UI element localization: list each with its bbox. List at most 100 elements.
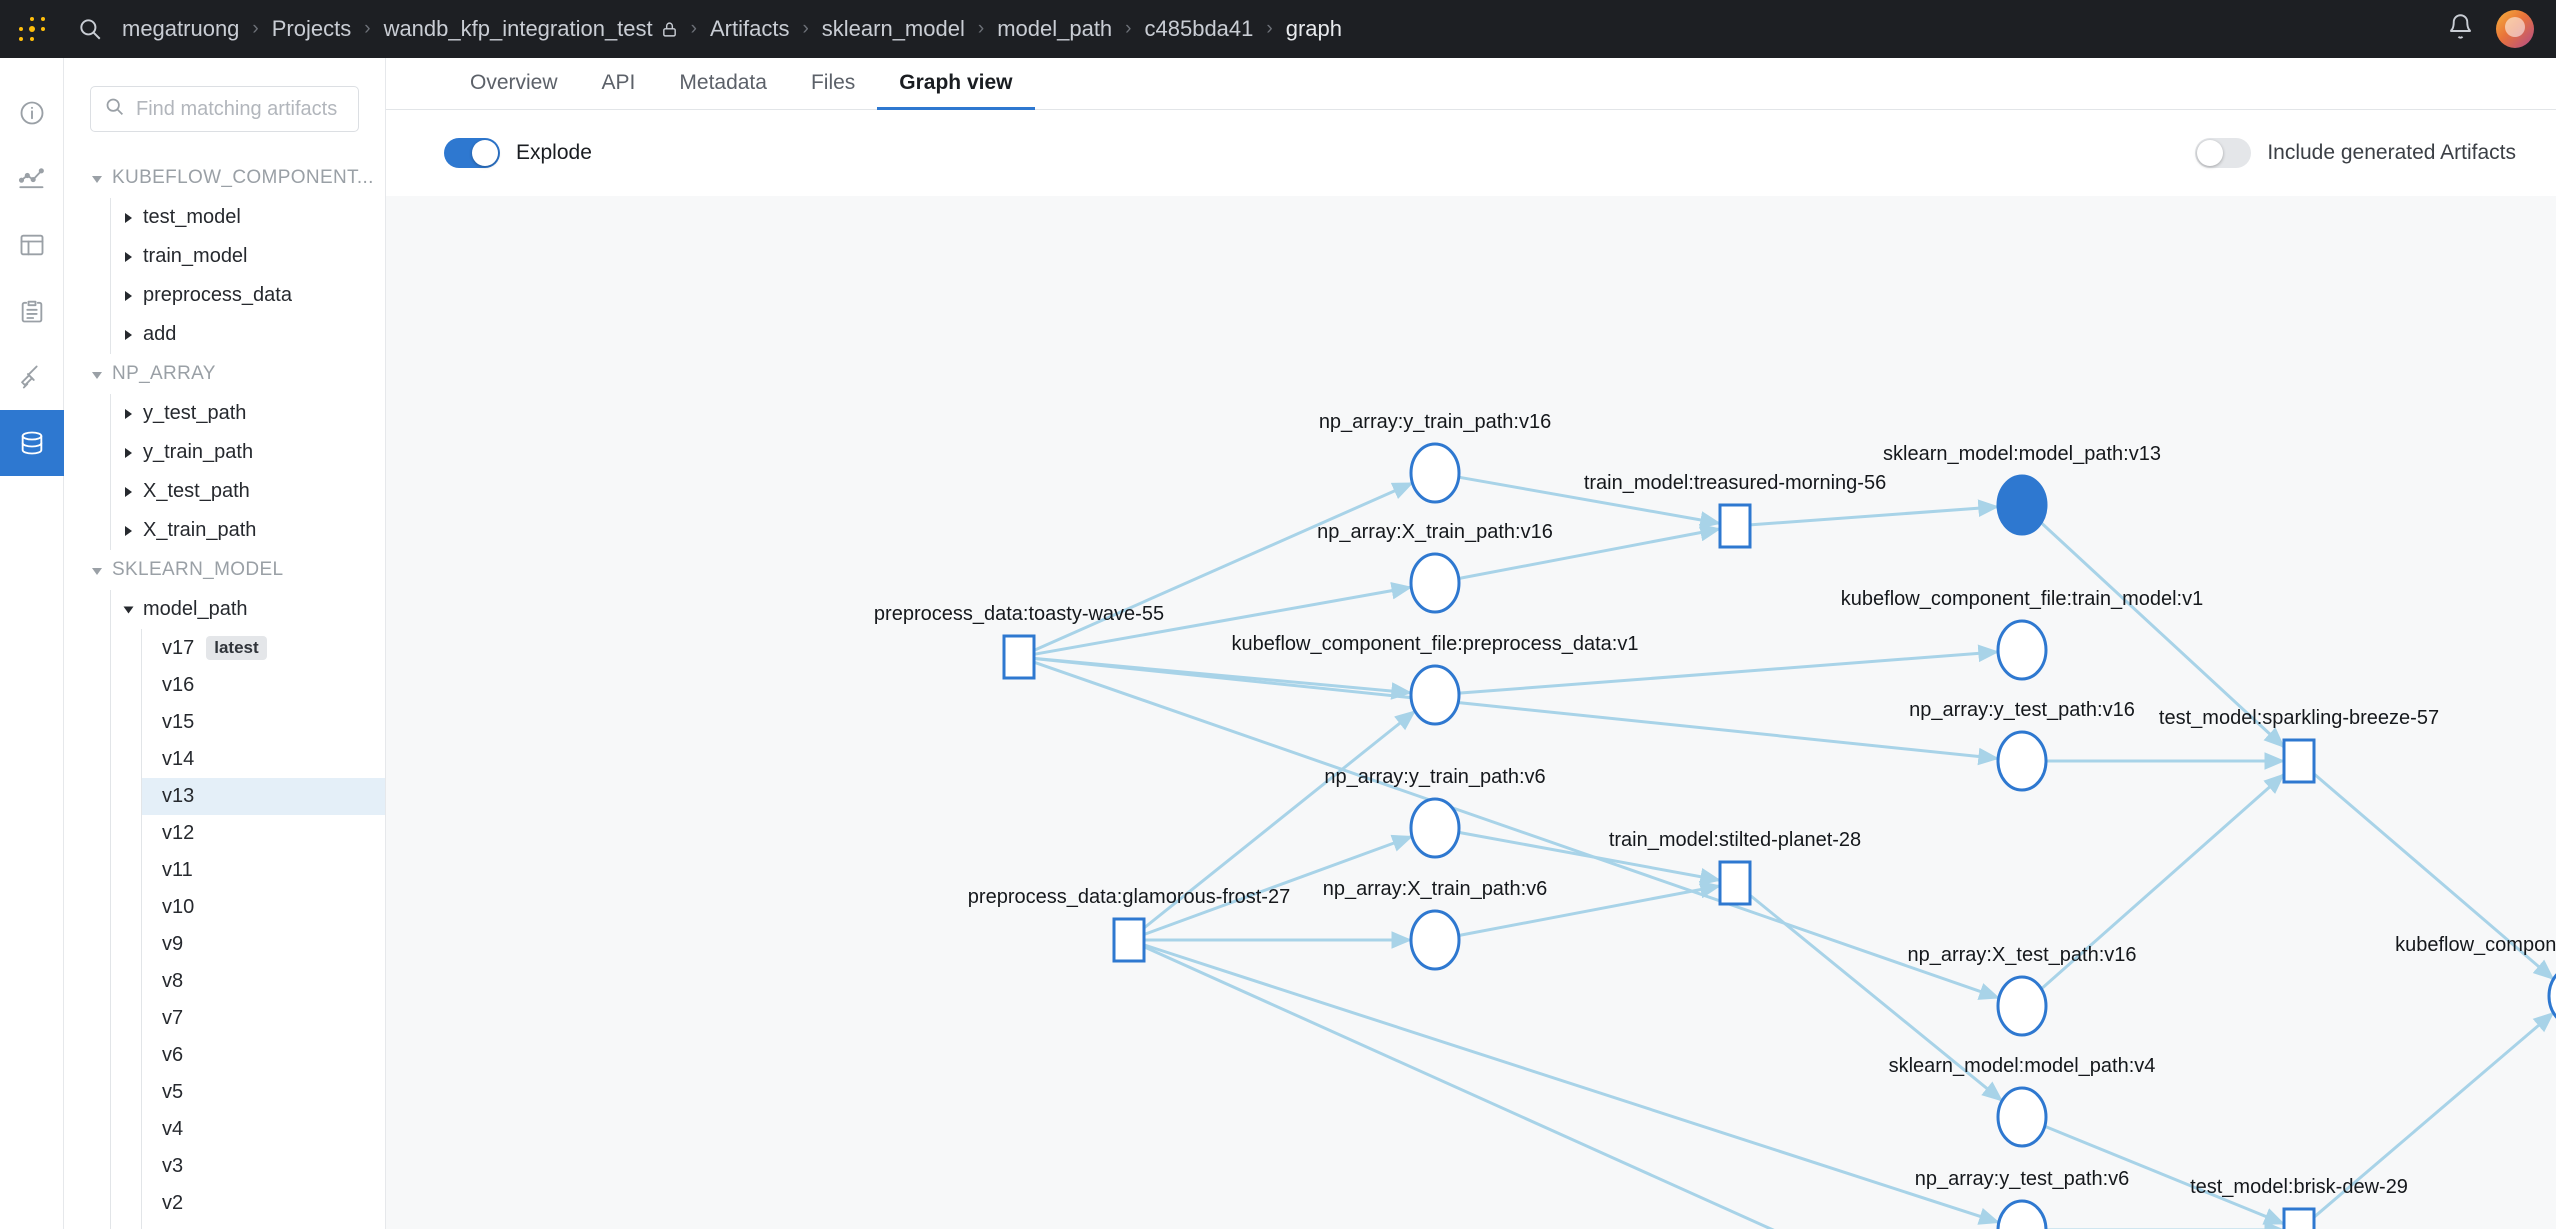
chevron-right-icon (125, 525, 132, 536)
rail-item-sweeps[interactable] (0, 344, 64, 410)
graph-node-n11[interactable] (2547, 967, 2556, 1025)
graph-edge (1458, 644, 2000, 695)
clipboard-icon (18, 297, 46, 325)
breadcrumb-item-c485bda41[interactable]: c485bda41 (1144, 16, 1254, 41)
version-item-v12[interactable]: v12 (142, 815, 385, 852)
breadcrumb-item-sklearn-model[interactable]: sklearn_model (821, 16, 965, 41)
graph-node-label: kubeflow_component_file:preprocess_data:… (1231, 633, 1639, 655)
graph-nodes (1002, 442, 2556, 1229)
tree-item-X_test_path[interactable]: X_test_path (111, 472, 385, 511)
tree-group-np-array[interactable]: NP_ARRAY (64, 354, 385, 394)
tab-files[interactable]: Files (810, 71, 856, 94)
version-item-v4[interactable]: v4 (142, 1111, 385, 1148)
tree-group-kubeflow-component-[interactable]: KUBEFLOW_COMPONENT... (64, 158, 385, 198)
graph-node-n2[interactable] (1409, 442, 1461, 504)
avatar[interactable] (2496, 10, 2534, 48)
rail-item-table[interactable] (0, 212, 64, 278)
graph-node-n4[interactable] (1409, 664, 1461, 726)
graph-node-n15[interactable] (1718, 860, 1752, 906)
version-item-v7[interactable]: v7 (142, 1000, 385, 1037)
graph-node-n16[interactable] (1996, 1086, 2048, 1148)
version-label: v5 (162, 1081, 184, 1103)
tree-item-add[interactable]: add (111, 315, 385, 354)
graph-node-label: np_array:y_train_path:v6 (1324, 766, 1546, 788)
version-item-v11[interactable]: v11 (142, 852, 385, 889)
graph-node-n18[interactable] (2282, 1207, 2316, 1229)
chevron-down-icon (92, 567, 102, 575)
graph-node-n3[interactable] (1409, 552, 1461, 614)
graph-edge (1458, 523, 1722, 580)
chevron-down-icon (92, 371, 102, 379)
breadcrumb-item-model-path[interactable]: model_path (997, 16, 1113, 41)
graph-edge (1143, 943, 2001, 1225)
version-item-v16[interactable]: v16 (142, 667, 385, 704)
tab-metadata[interactable]: Metadata (679, 71, 767, 94)
rail-item-reports[interactable] (0, 278, 64, 344)
rail-item-overview[interactable] (0, 80, 64, 146)
search-icon[interactable] (64, 0, 116, 58)
version-item-v15[interactable]: v15 (142, 704, 385, 741)
breadcrumb-item-megatruong[interactable]: megatruong (122, 16, 240, 41)
include-generated-artifacts-toggle[interactable] (2195, 138, 2252, 168)
tree-group-label: KUBEFLOW_COMPONENT... (112, 167, 374, 188)
graph-node-n5[interactable] (1718, 503, 1752, 549)
graph-node-label: np_array:y_train_path:v16 (1318, 411, 1552, 433)
graph-toolbar: Explode Include generated Artifacts (386, 110, 2556, 196)
graph-node-n12[interactable] (1112, 917, 1146, 963)
version-item-v8[interactable]: v8 (142, 963, 385, 1000)
tree-item-label: model_path (143, 598, 248, 620)
version-tag-badge: latest (206, 636, 267, 660)
version-item-v5[interactable]: v5 (142, 1074, 385, 1111)
graph-node-n17[interactable] (1996, 1199, 2048, 1229)
graph-node-n10[interactable] (1996, 975, 2048, 1037)
breadcrumb-separator: › (364, 18, 371, 39)
version-item-v9[interactable]: v9 (142, 926, 385, 963)
version-item-v14[interactable]: v14 (142, 741, 385, 778)
tree-item-train_model[interactable]: train_model (111, 237, 385, 276)
graph-node-n9[interactable] (2282, 738, 2316, 784)
explode-toggle[interactable] (444, 138, 500, 168)
graph-node-n8[interactable] (1996, 730, 2048, 792)
tree-item-y_train_path[interactable]: y_train_path (111, 433, 385, 472)
version-item-v2[interactable]: v2 (142, 1185, 385, 1222)
version-item-v17[interactable]: v17 latest (142, 629, 385, 667)
breadcrumb-item-projects[interactable]: Projects (271, 16, 352, 41)
tab-overview[interactable]: Overview (470, 71, 558, 94)
tree-item-model_path[interactable]: model_path (111, 590, 385, 629)
artifact-search-box[interactable] (90, 86, 359, 132)
rail-item-workspace[interactable] (0, 146, 64, 212)
bell-icon[interactable] (2447, 13, 2474, 45)
graph-node-n6[interactable] (1996, 474, 2048, 536)
version-item-v10[interactable]: v10 (142, 889, 385, 926)
version-item-v6[interactable]: v6 (142, 1037, 385, 1074)
graph-node-n1[interactable] (1002, 634, 1036, 680)
tree-item-y_test_path[interactable]: y_test_path (111, 394, 385, 433)
version-item-v13[interactable]: v13 (142, 778, 385, 815)
tree-item-preprocess_data[interactable]: preprocess_data (111, 276, 385, 315)
tab-graph-view[interactable]: Graph view (877, 71, 1035, 110)
version-label: v17 (162, 636, 195, 659)
graph-node-n13[interactable] (1409, 797, 1461, 859)
graph-node-n7[interactable] (1996, 619, 2048, 681)
search-input[interactable] (136, 97, 345, 121)
graph-node-n14[interactable] (1409, 909, 1461, 971)
wandb-dots-logo-icon[interactable] (0, 0, 64, 58)
breadcrumb-item-wandb-kfp-integration-test[interactable]: wandb_kfp_integration_test (383, 16, 653, 41)
tree-item-X_train_path[interactable]: X_train_path (111, 511, 385, 550)
version-item-v3[interactable]: v3 (142, 1148, 385, 1185)
version-label: v14 (162, 748, 195, 770)
graph-svg (1002, 442, 2556, 1229)
graph-edge (2040, 521, 2286, 749)
graph-edge (1033, 481, 1414, 652)
tab-api[interactable]: API (601, 71, 636, 94)
version-item-v1[interactable]: v1 (142, 1222, 385, 1229)
tree-group-sklearn-model[interactable]: SKLEARN_MODEL (64, 550, 385, 590)
version-label: v15 (162, 711, 195, 733)
tree-item-test_model[interactable]: test_model (111, 198, 385, 237)
rail-item-artifacts[interactable] (0, 410, 64, 476)
breadcrumb-item-graph[interactable]: graph (1285, 16, 1342, 41)
graph-node-label: np_array:y_test_path:v16 (1909, 699, 2135, 721)
breadcrumb-item-artifacts[interactable]: Artifacts (709, 16, 790, 41)
